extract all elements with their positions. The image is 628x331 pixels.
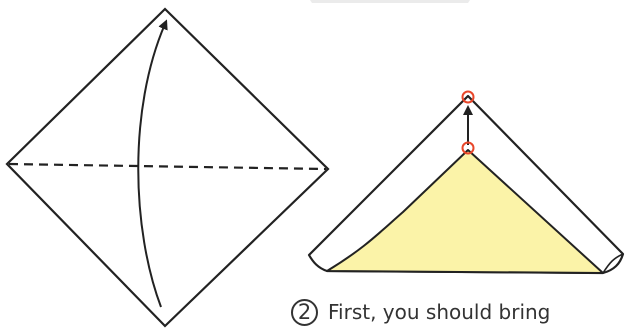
top-edge-residue <box>310 0 470 3</box>
step-number-badge: 2 <box>291 298 318 326</box>
step1-square <box>5 7 330 328</box>
flap-corner-marker <box>461 141 475 155</box>
step2-triangle <box>307 90 625 275</box>
step-instruction: First, you should bring <box>328 300 551 324</box>
valley-fold-line <box>8 162 327 171</box>
step-caption: 2 First, you should bring <box>291 296 550 328</box>
triangle-front-flap <box>326 149 604 274</box>
back-layer-curl-right <box>602 253 624 274</box>
top-corner-marker <box>461 90 475 104</box>
fold-up-arrow <box>137 19 168 308</box>
